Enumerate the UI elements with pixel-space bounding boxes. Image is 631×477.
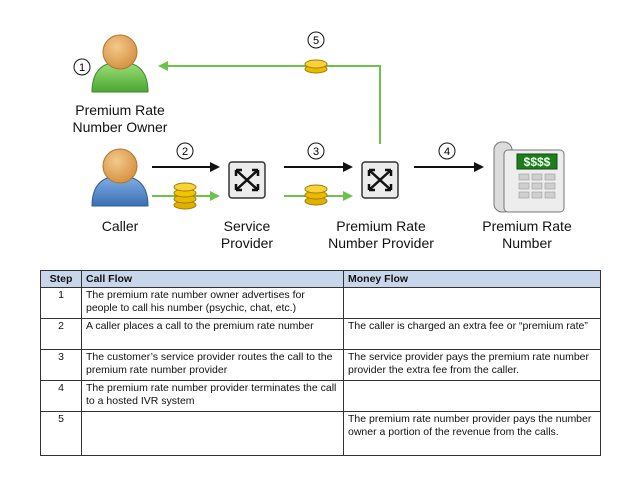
call-flow-cell: The premium rate number provider termina… — [81, 380, 344, 412]
prn-provider-switch-icon — [361, 161, 399, 199]
coin-stack-icon — [173, 182, 197, 210]
step-cell: 5 — [40, 411, 82, 456]
table-row: 3 The customer’s service provider routes… — [40, 349, 601, 381]
phone-display-text: $$$$ — [524, 155, 551, 169]
step-marker-1: 1 — [73, 58, 91, 76]
step-marker-2: 2 — [176, 142, 194, 160]
money-flow-cell — [343, 380, 601, 412]
money-flow-cell: The premium rate number provider pays th… — [343, 411, 601, 456]
header-money-flow: Money Flow — [343, 270, 601, 288]
svg-text:2: 2 — [182, 146, 188, 158]
step-cell: 1 — [40, 287, 82, 319]
call-flow-cell: The premium rate number owner advertises… — [81, 287, 344, 319]
service-provider-switch-icon — [228, 161, 266, 199]
money-flow-cell — [343, 287, 601, 319]
service-provider-label-line1: Service — [223, 218, 271, 234]
table-header-row: Step Call Flow Money Flow — [40, 270, 601, 288]
flow-table: Step Call Flow Money Flow 1 The premium … — [40, 270, 601, 456]
owner-label: Premium Rate Number Owner — [52, 102, 188, 136]
table-row: 4 The premium rate number provider termi… — [40, 380, 601, 412]
flow-diagram: $$$$ 1 2 3 4 — [73, 31, 565, 213]
prn-provider-label-line1: Premium Rate — [336, 218, 426, 234]
table-row: 1 The premium rate number owner advertis… — [40, 287, 601, 319]
svg-text:3: 3 — [313, 146, 319, 158]
step-cell: 2 — [40, 318, 82, 350]
step-marker-3: 3 — [307, 142, 325, 160]
owner-label-line1: Premium Rate — [75, 102, 165, 118]
call-flow-cell — [81, 411, 344, 456]
header-call-flow: Call Flow — [81, 270, 344, 288]
step-marker-5: 5 — [307, 31, 325, 49]
table-row: 5 The premium rate number provider pays … — [40, 411, 601, 456]
money-arrow-prn-to-owner — [158, 61, 381, 144]
service-provider-label: Service Provider — [197, 218, 297, 252]
owner-person-icon — [91, 34, 149, 93]
step-cell: 4 — [40, 380, 82, 412]
phone-icon: $$$$ — [493, 141, 565, 213]
svg-text:5: 5 — [313, 35, 319, 47]
money-flow-cell: The service provider pays the premium ra… — [343, 349, 601, 381]
call-flow-cell: A caller places a call to the premium ra… — [81, 318, 344, 350]
caller-label: Caller — [80, 218, 160, 235]
coin-stack-icon — [304, 184, 328, 206]
service-provider-label-line2: Provider — [220, 235, 274, 251]
prn-provider-label: Premium Rate Number Provider — [320, 218, 442, 252]
step-marker-4: 4 — [438, 142, 456, 160]
prn-label-line2: Number — [502, 235, 552, 251]
prn-label-line1: Premium Rate — [482, 218, 572, 234]
call-flow-cell: The customer’s service provider routes t… — [81, 349, 344, 381]
money-flow-cell: The caller is charged an extra fee or “p… — [343, 318, 601, 350]
owner-label-line2: Number Owner — [72, 119, 168, 135]
svg-text:4: 4 — [444, 146, 450, 158]
table-row: 2 A caller places a call to the premium … — [40, 318, 601, 350]
prn-label: Premium Rate Number — [477, 218, 577, 252]
step-cell: 3 — [40, 349, 82, 381]
header-step: Step — [40, 270, 82, 288]
prn-provider-label-line2: Number Provider — [328, 235, 434, 251]
caller-person-icon — [91, 148, 149, 207]
svg-text:1: 1 — [79, 62, 85, 74]
caller-label-text: Caller — [101, 218, 139, 234]
coin-icon — [304, 59, 328, 74]
